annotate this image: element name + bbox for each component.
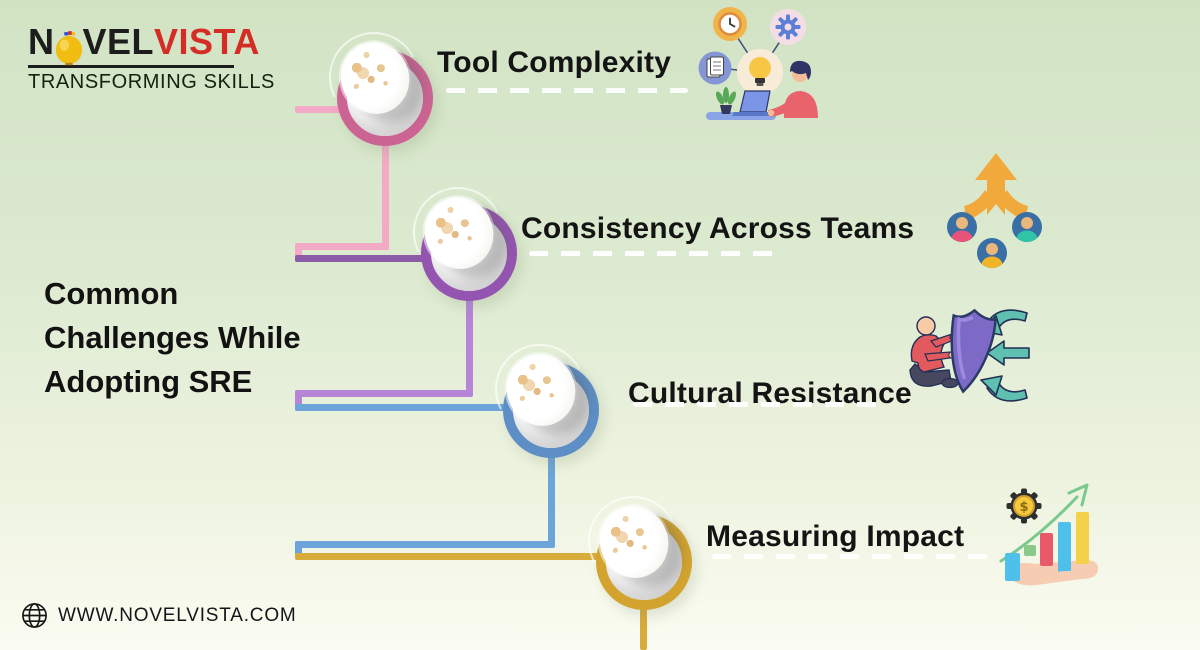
footer: WWW.NOVELVISTA.COM — [20, 601, 297, 630]
team-avatar-left — [947, 212, 977, 242]
connector-down-node1 — [382, 140, 389, 250]
connector-left-node2 — [295, 390, 473, 397]
dollar-gear-icon: $ — [1006, 488, 1042, 524]
person-at-laptop — [706, 60, 818, 120]
page-title-line-1: Common — [44, 276, 179, 311]
page-title-line-3: Adopting SRE — [44, 364, 253, 399]
hand-bar-chart-dollar-gear-illustration: $ — [999, 483, 1099, 586]
svg-text:$: $ — [1019, 500, 1028, 515]
clock-icon — [713, 7, 747, 41]
challenge-circle-4 — [576, 484, 692, 610]
connector-into-node2 — [295, 255, 429, 262]
challenge-label-4: Measuring Impact — [706, 520, 965, 553]
logo-wordmark: N VEL VISTA — [28, 20, 275, 66]
logo-tagline: TRANSFORMING SKILLS — [28, 71, 275, 93]
globe-icon — [22, 603, 47, 628]
logo-divider — [28, 65, 234, 68]
team-avatar-bottom — [977, 238, 1007, 268]
connector-down-node4 — [640, 604, 647, 650]
page-title-line-2: Challenges While — [44, 320, 301, 355]
challenge-label-1: Tool Complexity — [437, 46, 672, 79]
challenge-circle-1 — [317, 20, 433, 146]
connector-into-node4 — [295, 553, 602, 560]
hand-fingers — [1027, 570, 1090, 584]
dashed-divider-4 — [712, 554, 988, 559]
connector-left-node3 — [295, 541, 555, 548]
lightbulb-icon — [55, 31, 82, 66]
challenge-label-2: Consistency Across Teams — [521, 212, 915, 245]
challenge-circle-3 — [483, 332, 599, 458]
lightbulb-idea-icon — [737, 49, 783, 95]
connector-down-node3 — [548, 452, 555, 546]
dashed-divider-2 — [529, 251, 781, 256]
logo-text-mid: VEL — [82, 21, 155, 62]
resistance-arrows-icon — [980, 309, 1030, 402]
gear-icon — [770, 9, 806, 45]
connector-stub-node1 — [295, 106, 345, 113]
dashed-divider-3 — [633, 402, 885, 407]
growth-arrow-icon — [964, 153, 1028, 221]
person-laptop-idea-mindmap-illustration — [698, 7, 818, 120]
document-icon — [698, 51, 732, 85]
connector-corner-node3 — [295, 541, 302, 558]
connector-into-node3 — [295, 404, 511, 411]
team-avatar-right — [1012, 212, 1042, 242]
website-url[interactable]: WWW.NOVELVISTA.COM — [58, 604, 297, 626]
brand-logo: N VEL VISTA TRANSFORMING SKILLS — [28, 20, 275, 94]
challenge-circle-2 — [401, 175, 517, 301]
shield-icon — [950, 308, 997, 394]
person-pushing — [909, 316, 959, 389]
connector-corner-node2 — [295, 390, 302, 409]
logo-text-suffix: VISTA — [154, 21, 260, 62]
team-members-merging-arrow-illustration — [947, 153, 1042, 268]
page-title: Common Challenges While Adopting SRE — [44, 272, 301, 404]
bar-chart-icon — [1005, 512, 1089, 581]
connector-down-node2 — [466, 296, 473, 396]
connector-corner-node1 — [295, 243, 302, 262]
connector-left-node1 — [295, 243, 389, 250]
dashed-divider-1 — [446, 88, 688, 93]
logo-text-prefix: N — [28, 21, 55, 62]
person-shield-blocking-arrows-illustration — [909, 308, 1030, 402]
